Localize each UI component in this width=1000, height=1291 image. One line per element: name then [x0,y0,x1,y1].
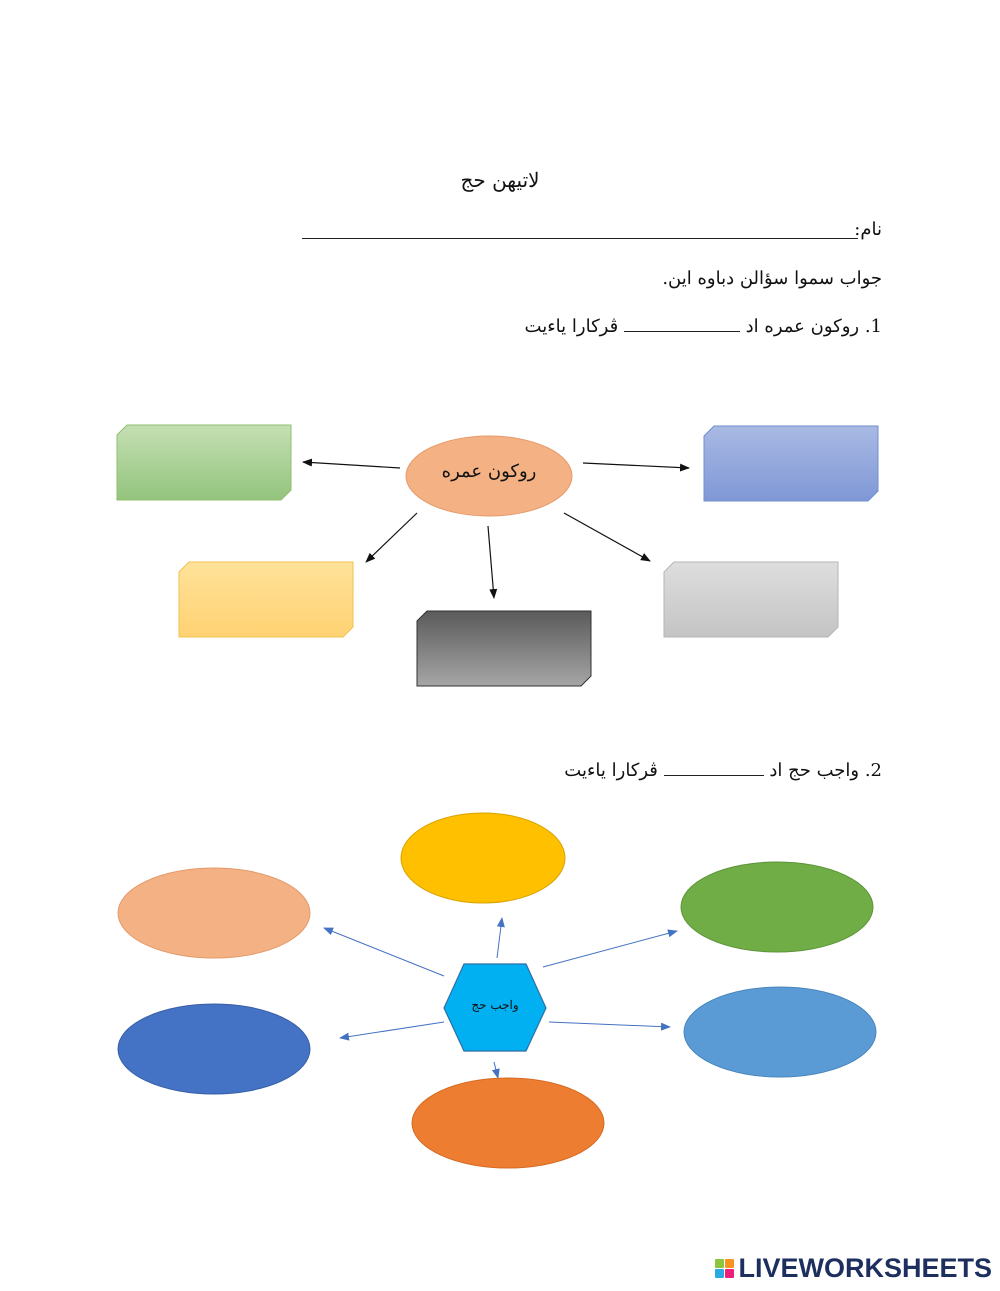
answer-ellipse-yellow[interactable] [400,812,566,904]
arrow-to-bottom-left-ellipse [339,1021,445,1041]
question-2-blank[interactable] [663,761,764,776]
name-label: نام: [854,219,882,240]
question-2-text: 2. واجب حج اد [769,760,882,781]
instruction-text: جواب سموا سؤالن دباوه اين. [662,268,882,289]
arrow-to-top-right-ellipse [542,929,678,968]
answer-ellipse-green[interactable] [680,861,874,953]
logo-tile [725,1268,735,1278]
question-1-blank[interactable] [623,317,740,332]
question-1-suffix: ڤركارا ياءيت [524,316,619,337]
answer-box-yellow[interactable] [178,561,354,638]
liveworksheets-brand: LIVEWORKSHEETS [715,1250,992,1286]
name-input-line[interactable] [302,238,858,239]
worksheet-title: لاتيهن حج [460,168,540,192]
answer-box-dark-gray[interactable] [416,610,592,687]
answer-ellipse-orange[interactable] [411,1077,605,1169]
answer-box-green[interactable] [116,424,292,501]
answer-ellipse-light-blue[interactable] [683,986,877,1078]
arrow-to-top-left-ellipse [323,927,445,977]
arrow-to-bottom-ellipse [491,1061,500,1079]
question-1-text: 1. روكون عمره اد [745,316,882,337]
arrow-to-top-ellipse [496,917,505,959]
question-2: 2. واجب حج اد ڤركارا ياءيت [564,760,882,781]
arrow-to-blue [582,462,690,472]
arrow-to-green [302,458,401,469]
logo-tile [715,1268,725,1278]
arrow-to-bottom-right-ellipse [548,1021,671,1031]
answer-ellipse-peach[interactable] [117,867,311,959]
center-ellipse-rukun-umrah [405,435,573,517]
arrow-to-gray [563,512,651,562]
center-label-rukun-umrah: روكون عمره [441,461,537,482]
answer-ellipse-dark-blue[interactable] [117,1003,311,1095]
question-1: 1. روكون عمره اد ڤركارا ياءيت [525,316,882,337]
liveworksheets-logo-icon [715,1258,735,1278]
question-2-suffix: ڤركارا ياءيت [564,760,658,781]
answer-box-gray[interactable] [663,561,839,638]
brand-name: LIVEWORKSHEETS [738,1252,992,1283]
center-label-wajib-haji: واجب حج [471,998,519,1012]
center-hexagon-wajib-haji [443,963,547,1052]
arrow-to-dark-gray [487,525,498,599]
answer-box-blue[interactable] [703,425,879,502]
arrow-to-yellow [365,512,418,563]
logo-tile [715,1258,725,1268]
logo-tile [725,1258,735,1268]
